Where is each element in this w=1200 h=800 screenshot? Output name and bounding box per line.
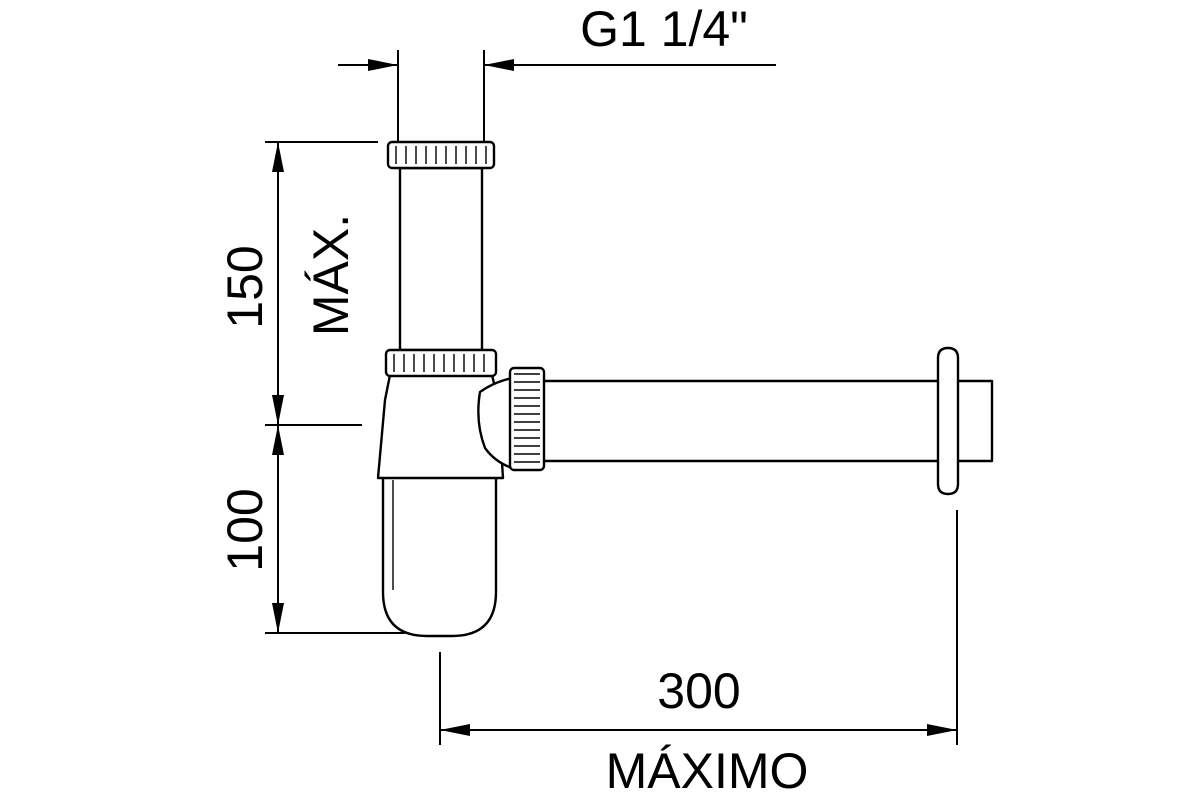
- upper-height-note: MÁX.: [303, 214, 359, 336]
- lower-arrow-top: [272, 425, 284, 455]
- thread-dimension: G1 1/4": [338, 1, 776, 142]
- wall-stub: [954, 379, 994, 463]
- thread-size-label: G1 1/4": [580, 1, 748, 57]
- wall-pipe: [538, 379, 954, 463]
- top-nut: [386, 140, 496, 170]
- thread-arrow-right: [484, 59, 514, 71]
- upper-arrow-top: [272, 142, 284, 172]
- length-arrow-left: [440, 724, 470, 736]
- thread-arrow-left: [368, 59, 398, 71]
- upper-height-label: 150: [217, 245, 273, 328]
- upper-arrow-bottom: [272, 395, 284, 425]
- length-note: MÁXIMO: [606, 743, 809, 799]
- length-arrow-right: [927, 724, 957, 736]
- length-dimension: 300 MÁXIMO: [439, 510, 958, 799]
- outlet-nut: [508, 366, 546, 472]
- bottle-trap: [376, 140, 994, 638]
- wall-flange: [936, 346, 960, 496]
- lower-height-label: 100: [217, 488, 273, 571]
- middle-nut: [384, 348, 498, 378]
- lower-arrow-bottom: [272, 603, 284, 633]
- trap-outlet-bulge: [477, 376, 514, 470]
- outlet-nut-knurl: [514, 373, 540, 463]
- length-label: 300: [657, 663, 740, 719]
- tail-pipe: [398, 166, 484, 352]
- top-nut-knurl: [395, 146, 487, 164]
- height-dimensions: 150 MÁX. 100: [217, 141, 405, 634]
- middle-nut-knurl: [393, 354, 485, 372]
- trap-bottle-cup: [381, 474, 498, 638]
